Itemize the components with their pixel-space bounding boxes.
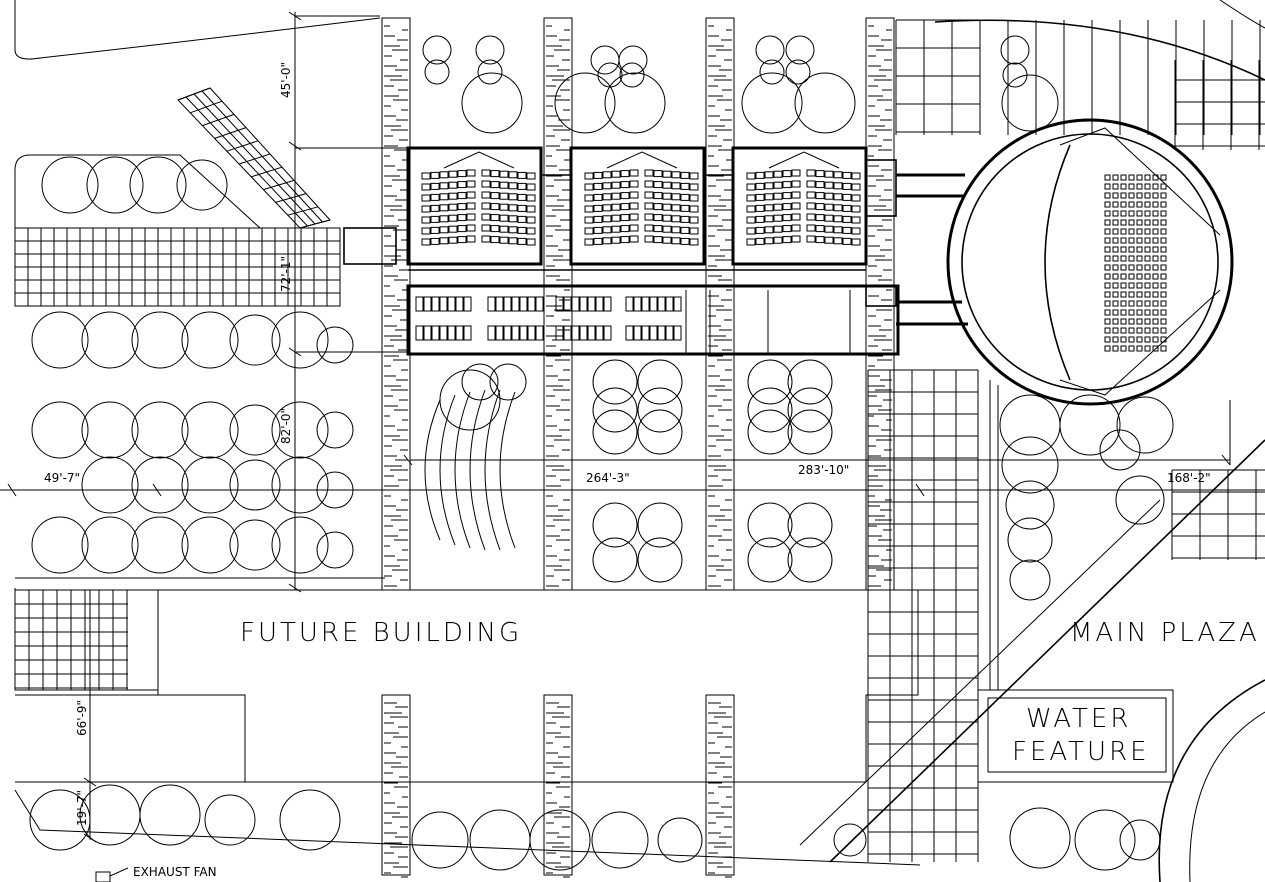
future-building [14,588,919,783]
diagonal-line-1 [829,439,1265,863]
lecture-building [343,146,900,356]
site-boundary-bottom [14,789,921,866]
diagonal-line-2 [799,499,1161,846]
dim-49ft: 49'-7" [44,471,80,485]
lecture-hall-2 [569,146,706,266]
courtyard-arcs [424,389,516,551]
dim-66ft: 66'-9" [75,700,89,736]
site-boundary-curve [14,0,381,60]
dim-283ft: 283'-10" [798,463,849,477]
site-boundary-bottom-right [1158,679,1265,882]
water-feature [977,380,1174,783]
dim-72ft: 72'-1" [279,256,293,292]
lecture-hall-1 [406,146,543,266]
diagonal-paving-path [177,87,331,229]
auditorium-connectors [896,173,968,326]
water-feature-label-1: WATER [1026,704,1131,734]
corridor-block [406,284,900,356]
dimension-lines [0,11,1265,843]
left-courtyard-outline [14,154,261,229]
dim-264ft: 264'-3" [586,471,630,485]
exhaust-fan-label: EXHAUST FAN [133,865,217,879]
planter-strips [381,17,895,878]
site-boundary-top-right [934,19,1265,81]
right-paving-grid [867,19,1265,862]
dim-19ft: 19'-7" [75,790,89,826]
dim-82ft: 82'-0" [279,408,293,444]
main-plaza-label: MAIN PLAZA [1070,618,1260,648]
auditorium [946,118,1234,406]
future-building-label: FUTURE BUILDING [240,618,522,648]
dim-168ft: 168'-2" [1167,471,1211,485]
site-boundary-top-right-2 [1219,0,1265,29]
water-feature-label-2: FEATURE [1012,737,1150,767]
dim-45ft: 45'-0" [279,62,293,98]
trees [29,35,1174,871]
